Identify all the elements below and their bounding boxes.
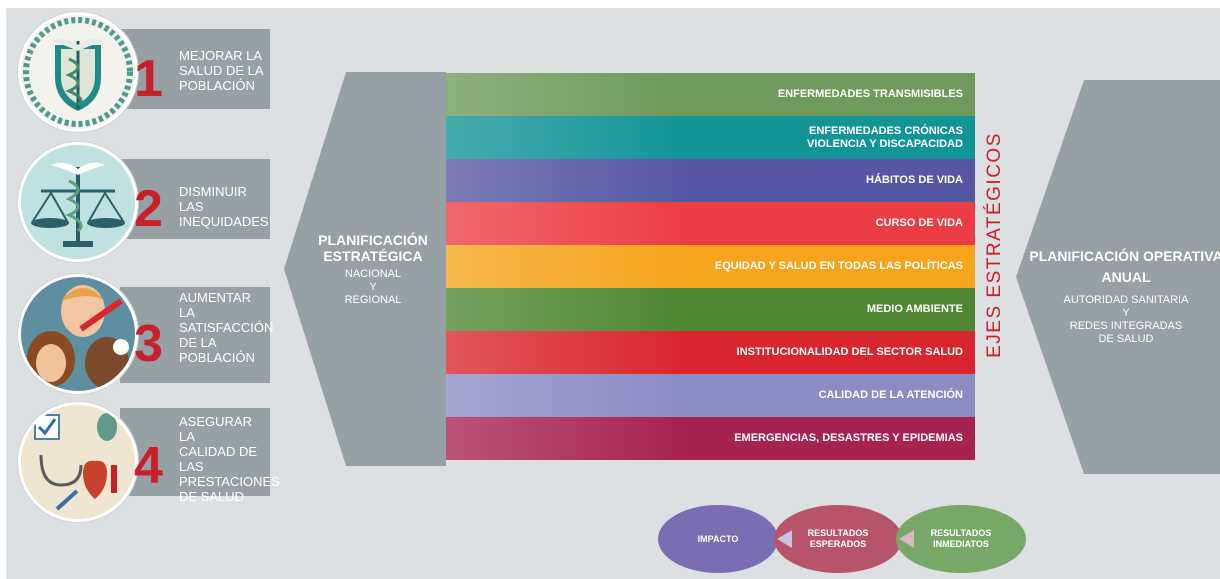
axis-label: CURSO DE VIDA [875, 217, 963, 229]
axis-bar: CURSO DE VIDA [446, 202, 975, 245]
axis-bar: ENFERMEDADES CRÓNICAS VIOLENCIA Y DISCAP… [446, 116, 975, 159]
result-expected: RESULTADOS ESPERADOS [774, 505, 902, 573]
axis-label: ENFERMEDADES TRANSMISIBLES [777, 88, 963, 100]
result-immediate: RESULTADOS INMEDIATOS [896, 505, 1026, 573]
axis-bar: ENFERMEDADES TRANSMISIBLES [446, 73, 975, 116]
objective-card-1: 1 Mejorar la salud de la población [0, 10, 300, 144]
objective-text: Aumentar la satisfacción de la población [179, 290, 274, 365]
axis-bar: CALIDAD DE LA ATENCIÓN [446, 374, 975, 417]
axis-label: ENFERMEDADES CRÓNICAS VIOLENCIA Y DISCAP… [806, 124, 963, 150]
objective-card-2: 2 Disminuir las inequidades [0, 140, 300, 274]
caduceus-shield-icon [18, 12, 138, 132]
medical-tools-icon [18, 402, 138, 522]
axis-label: MEDIO AMBIENTE [866, 303, 963, 315]
chevron-shape [1016, 80, 1220, 474]
operational-planning-subtitle: AUTORIDAD SANITARIA Y REDES INTEGRADAS D… [1063, 294, 1189, 345]
balance-scale-caduceus-icon [18, 142, 138, 262]
axis-label: EQUIDAD Y SALUD EN TODAS LAS POLÍTICAS [714, 260, 963, 272]
objective-number: 2 [134, 180, 163, 238]
operational-planning-block: PLANIFICACIÓN OPERATIVA ANUAL AUTORIDAD … [1016, 80, 1220, 474]
axis-label: CALIDAD DE LA ATENCIÓN [818, 389, 963, 401]
objective-box [120, 408, 270, 496]
axis-bar: EQUIDAD Y SALUD EN TODAS LAS POLÍTICAS [446, 245, 975, 288]
objective-text: Asegurar la calidad de las prestaciones … [179, 414, 280, 504]
strategic-axes-title: EJES ESTRATÉGICOS [978, 90, 1012, 400]
axes-title-text: EJES ESTRATÉGICOS [984, 132, 1005, 358]
objective-text: Disminuir las inequidades [179, 184, 269, 229]
axis-label: EMERGENCIAS, DESASTRES Y EPIDEMIAS [734, 432, 963, 444]
patients-faces-icon [18, 274, 138, 394]
result-impact: IMPACTO [658, 505, 778, 573]
axis-bar: HÁBITOS DE VIDA [446, 159, 975, 202]
strategic-planning-subtitle: NACIONAL Y REGIONAL [344, 268, 402, 306]
objective-box [120, 159, 270, 239]
objective-box [120, 287, 270, 383]
operational-planning-title: PLANIFICACIÓN OPERATIVA ANUAL [1029, 248, 1220, 285]
strategic-planning-block: PLANIFICACIÓN ESTRATÉGICA NACIONAL Y REG… [284, 72, 446, 466]
objective-number: 3 [134, 315, 163, 373]
axis-bar: EMERGENCIAS, DESASTRES Y EPIDEMIAS [446, 417, 975, 460]
objective-text: Mejorar la salud de la población [179, 48, 264, 93]
strategic-planning-title: PLANIFICACIÓN ESTRATÉGICA [318, 232, 428, 264]
axis-bar: INSTITUCIONALIDAD DEL SECTOR SALUD [446, 331, 975, 374]
objective-card-3: 3 Aumentar la satisfacción de la poblaci… [0, 268, 300, 402]
objective-number: 4 [134, 437, 163, 495]
chevron-shape [284, 72, 446, 466]
objective-box [120, 29, 270, 109]
axis-bar: MEDIO AMBIENTE [446, 288, 975, 331]
axis-label: HÁBITOS DE VIDA [866, 174, 963, 186]
objective-card-4: 4 Asegurar la calidad de las prestacione… [0, 400, 300, 534]
objective-number: 1 [134, 50, 163, 108]
axis-label: INSTITUCIONALIDAD DEL SECTOR SALUD [736, 346, 963, 358]
